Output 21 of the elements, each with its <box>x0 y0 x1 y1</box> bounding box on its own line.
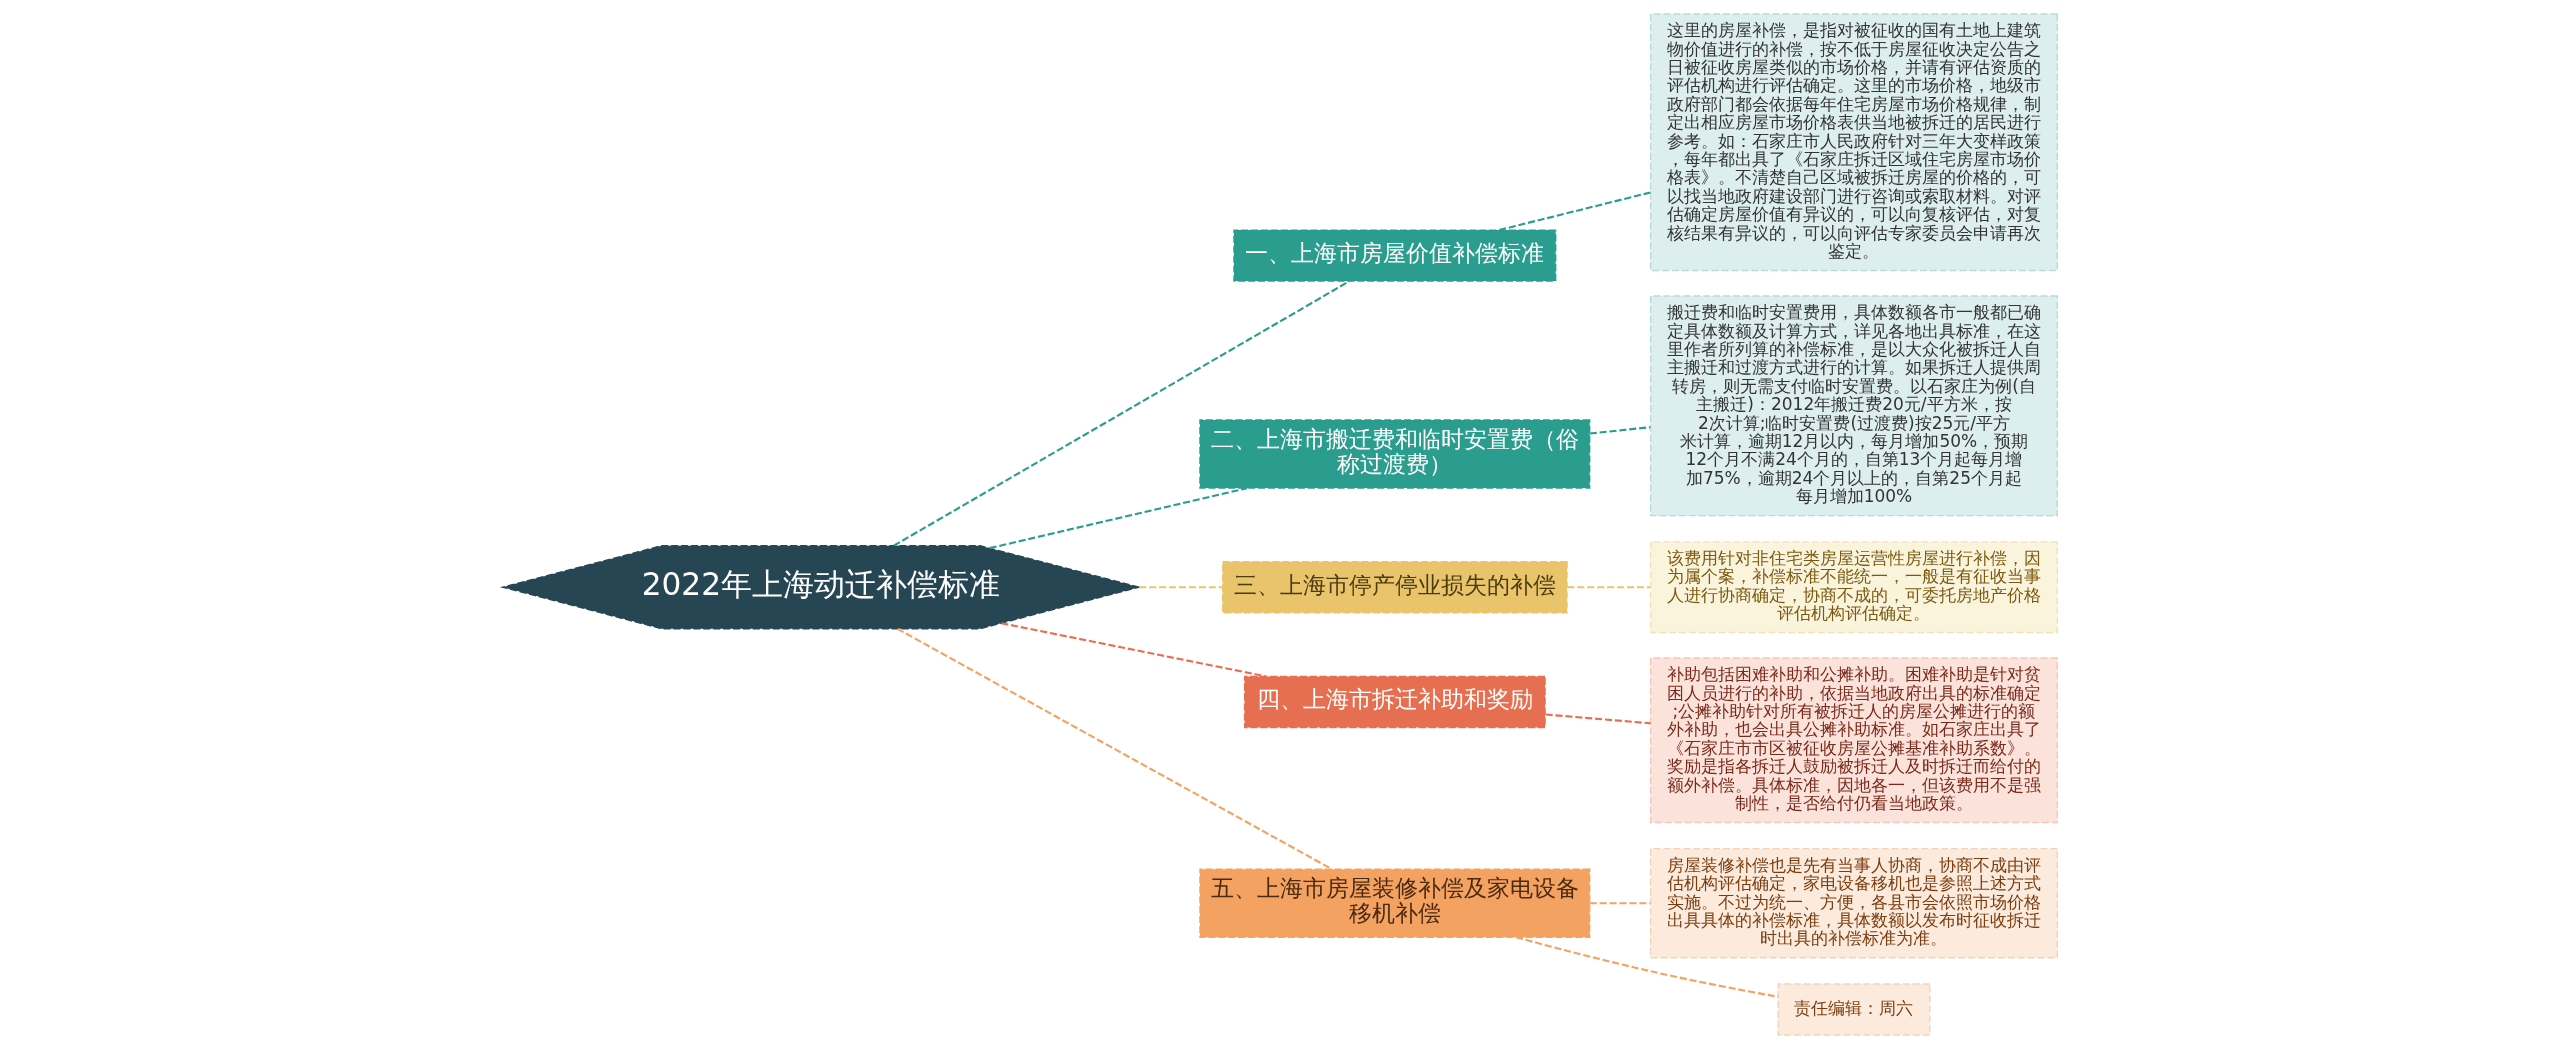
connector <box>893 280 1350 547</box>
node-box: 搬迁费和临时安置费用，具体数额各市一般都已确定具体数额及计算方式，详见各地出具标准，在这里作者所列算的补偿标准，是以大众化被拆迁人自主搬迁和过渡方式进行的计算。如果拆迁人提供周转房，则无需支付临时安置费。以石家庄为例(自主搬迁)：2012年搬迁费20元/平方米，按2次计算;临时安置费(过渡费)按25元/平方米计算，逾期12月以内，每月增加50%，预期12个月不满24个月的，自第13个月起每月增加75%，逾期24个月以上的，自第25个月起每月增加100% <box>1649 295 2059 517</box>
connector <box>1589 426 1651 435</box>
connector <box>1589 902 1651 905</box>
node-box: 二、上海市搬迁费和临时安置费（俗称过渡费） <box>1199 419 1591 489</box>
node-box: 五、上海市房屋装修补偿及家电设备移机补偿 <box>1199 868 1591 938</box>
node-box: 一、上海市房屋价值补偿标准 <box>1233 229 1557 282</box>
connector <box>1567 586 1651 589</box>
node-box: 房屋装修补偿也是先有当事人协商，协商不成由评估机构评估确定，家电设备移机也是参照上述方式实施。不过为统一、方便，各县市会依照市场价格出具具体的补偿标准，具体数额以发布时征收拆迁时出具的补偿标准为准。 <box>1649 847 2059 959</box>
node-box: 这里的房屋补偿，是指对被征收的国有土地上建筑物价值进行的补偿，按不低于房屋征收决定公告之日被征收房屋类似的市场价格，并请有评估资质的评估机构进行评估确定。这里的市场价格，地级市政府部门都会依据每年住宅房屋市场价格规律，制定出相应房屋市场价格表供当地被拆迁的居民进行参考。如：石家庄市人民政府针对三年大变样政策，每年都出具了《石家庄拆迁区域住宅房屋市场价格表》。不清楚自己区域被拆迁房屋的价格的，可以找当地政府建设部门进行咨询或索取材料。对评估确定房屋价值有异议的，可以向复核评估，对复核结果有异议的，可以向评估专家委员会申请再次鉴定。 <box>1649 13 2059 272</box>
node-box: 四、上海市拆迁补助和奖励 <box>1243 675 1546 729</box>
connector <box>1515 936 1779 998</box>
connector <box>1498 191 1651 232</box>
connector <box>1001 622 1267 678</box>
connector <box>989 487 1248 550</box>
connector <box>1139 586 1223 589</box>
node-box: 三、上海市停产停业损失的补偿 <box>1221 561 1568 614</box>
node-box: 补助包括困难补助和公摊补助。困难补助是针对贫困人员进行的补助，依据当地政府出具的标准确定;公摊补助针对所有被拆迁人的房屋公摊进行的额外补助，也会出具公摊补助标准。如石家庄出具了《石家庄市市区被征收房屋公摊基准补助系数》。奖励是指各拆迁人鼓励被拆迁人及时拆迁而给付的额外补偿。具体标准，因地各一，但该费用不是强制性，是否给付仍看当地政策。 <box>1649 657 2059 824</box>
node-box: 责任编辑：周六 <box>1777 983 1931 1036</box>
node-box: 该费用针对非住宅类房屋运营性房屋进行补偿，因为属个案，补偿标准不能统一，一般是有征收当事人进行协商确定，协商不成的，可委托房地产价格评估机构评估确定。 <box>1649 541 2059 634</box>
connector <box>1545 713 1651 725</box>
